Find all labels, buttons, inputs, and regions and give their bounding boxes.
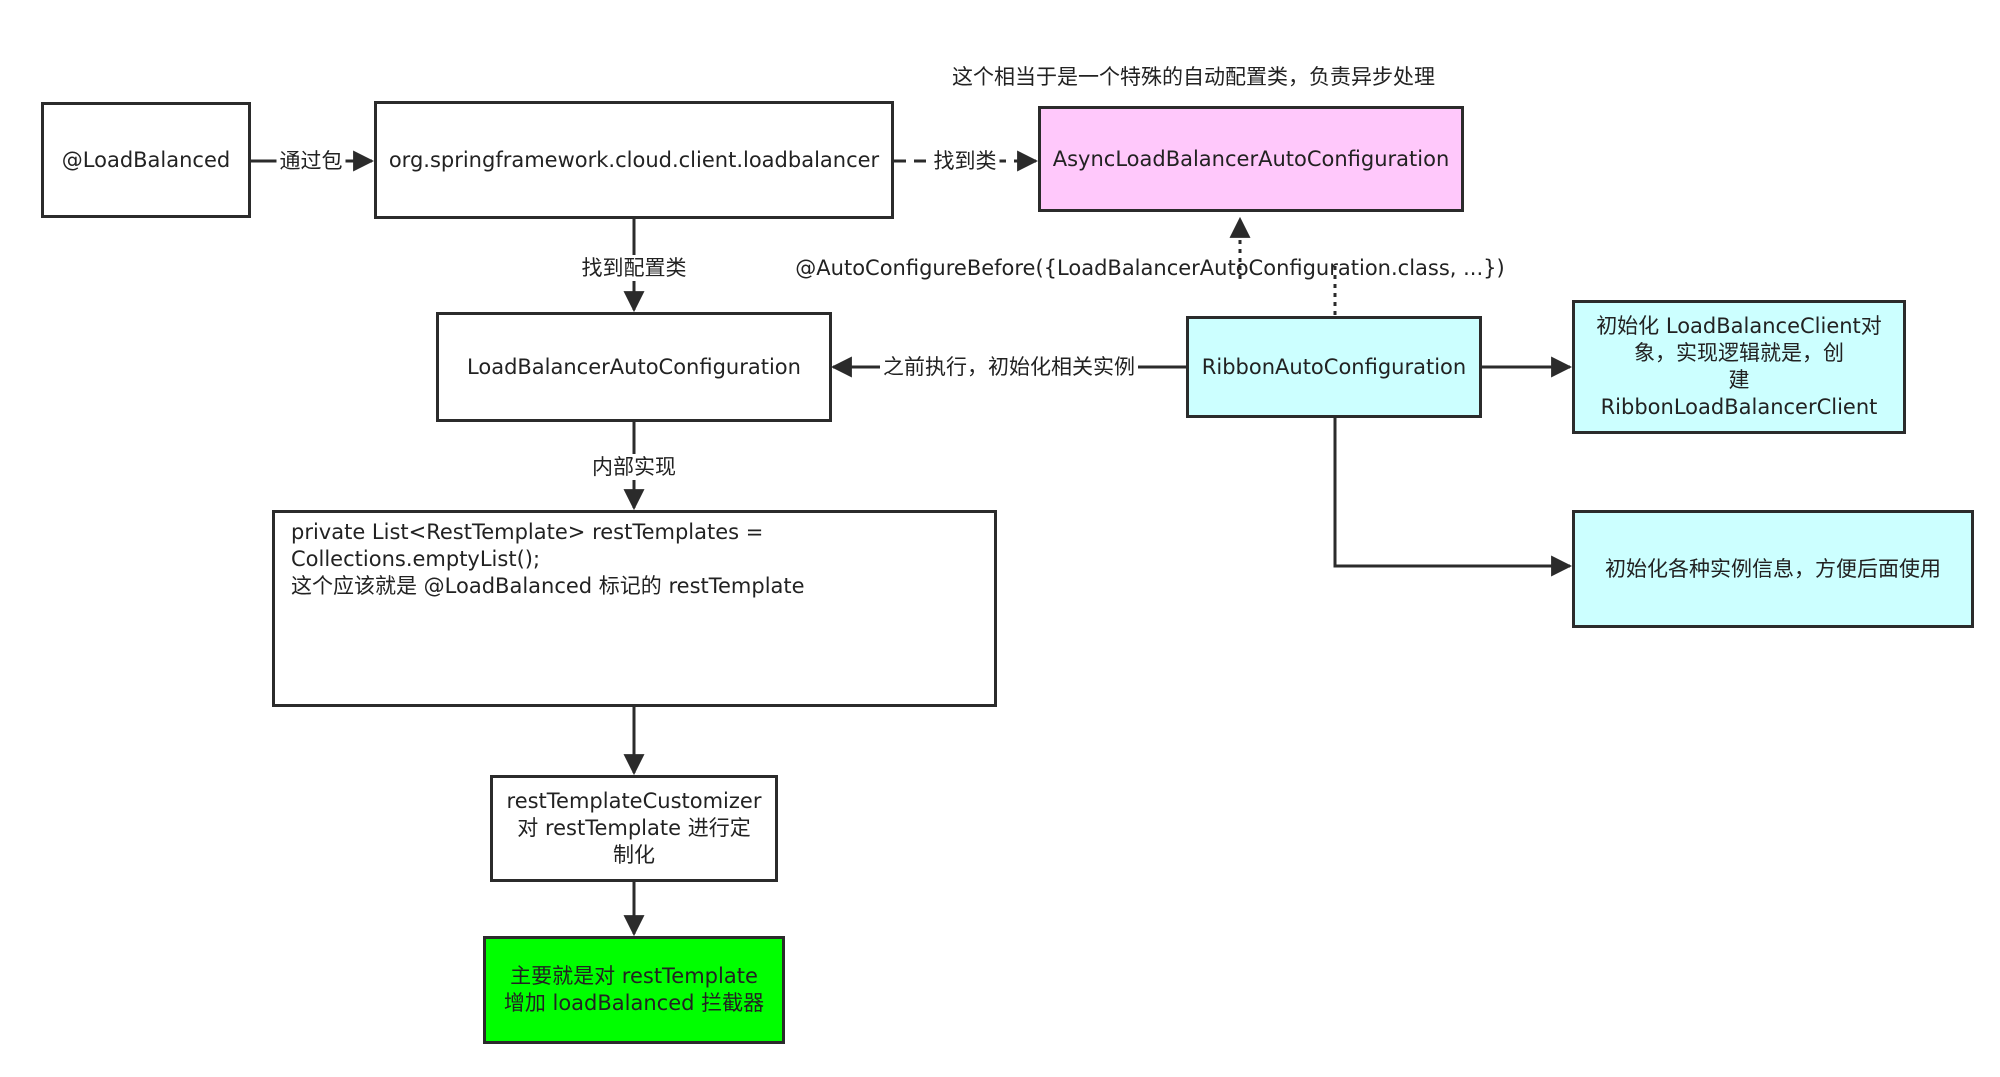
edge-label-find-config-class: 找到配置类 [578, 255, 690, 281]
node-ribbon-config-label: RibbonAutoConfiguration [1201, 354, 1467, 379]
node-customizer-line-2: 对 restTemplate 进行定 [517, 816, 751, 840]
node-customizer-line-3: 制化 [613, 843, 655, 867]
edge-label-internal-impl: 内部实现 [589, 454, 679, 480]
node-init-instances-label: 初始化各种实例信息，方便后面使用 [1605, 556, 1941, 581]
node-result-line-2: 增加 loadBalanced 拦截器 [503, 991, 765, 1015]
node-ribbon-config: RibbonAutoConfiguration [1186, 316, 1482, 418]
node-lb-config-label: LoadBalancerAutoConfiguration [467, 354, 801, 379]
node-init-client-line-3: 建 RibbonLoadBalancerClient [1600, 368, 1878, 419]
node-init-client: 初始化 LoadBalanceClient对 象，实现逻辑就是，创 建 Ribb… [1572, 300, 1906, 434]
edge-label-find-class: 找到类 [930, 148, 1000, 174]
node-rest-templates-line-1: private List<RestTemplate> restTemplates… [291, 520, 764, 544]
edge-label-auto-configure-before: @AutoConfigureBefore({LoadBalancerAutoCo… [795, 256, 1505, 280]
node-package: org.springframework.cloud.client.loadbal… [374, 101, 894, 219]
node-async-config-label: AsyncLoadBalancerAutoConfiguration [1052, 146, 1450, 171]
node-result-line-1: 主要就是对 restTemplate [510, 964, 758, 988]
node-init-client-line-2: 象，实现逻辑就是，创 [1634, 341, 1844, 365]
node-customizer: restTemplateCustomizer 对 restTemplate 进行… [490, 775, 778, 882]
edge-label-via-package: 通过包 [276, 148, 346, 174]
node-load-balanced-label: @LoadBalanced [61, 147, 231, 172]
node-init-client-line-1: 初始化 LoadBalanceClient对 [1596, 314, 1882, 338]
async-note: 这个相当于是一个特殊的自动配置类，负责异步处理 [952, 65, 1435, 89]
node-rest-templates-line-3: 这个应该就是 @LoadBalanced 标记的 restTemplate [291, 574, 805, 598]
node-rest-templates-line-2: Collections.emptyList(); [291, 547, 541, 571]
edge-ribbon-to-initinstances [1333, 418, 1573, 577]
node-customizer-line-1: restTemplateCustomizer [506, 789, 762, 813]
node-lb-config: LoadBalancerAutoConfiguration [436, 312, 832, 422]
node-rest-templates: private List<RestTemplate> restTemplates… [272, 510, 997, 707]
node-load-balanced: @LoadBalanced [41, 102, 251, 218]
node-init-instances: 初始化各种实例信息，方便后面使用 [1572, 510, 1974, 628]
node-package-label: org.springframework.cloud.client.loadbal… [388, 147, 880, 172]
node-async-config: AsyncLoadBalancerAutoConfiguration [1038, 106, 1464, 212]
edge-label-execute-before: 之前执行，初始化相关实例 [880, 354, 1138, 380]
node-result: 主要就是对 restTemplate 增加 loadBalanced 拦截器 [483, 936, 785, 1044]
